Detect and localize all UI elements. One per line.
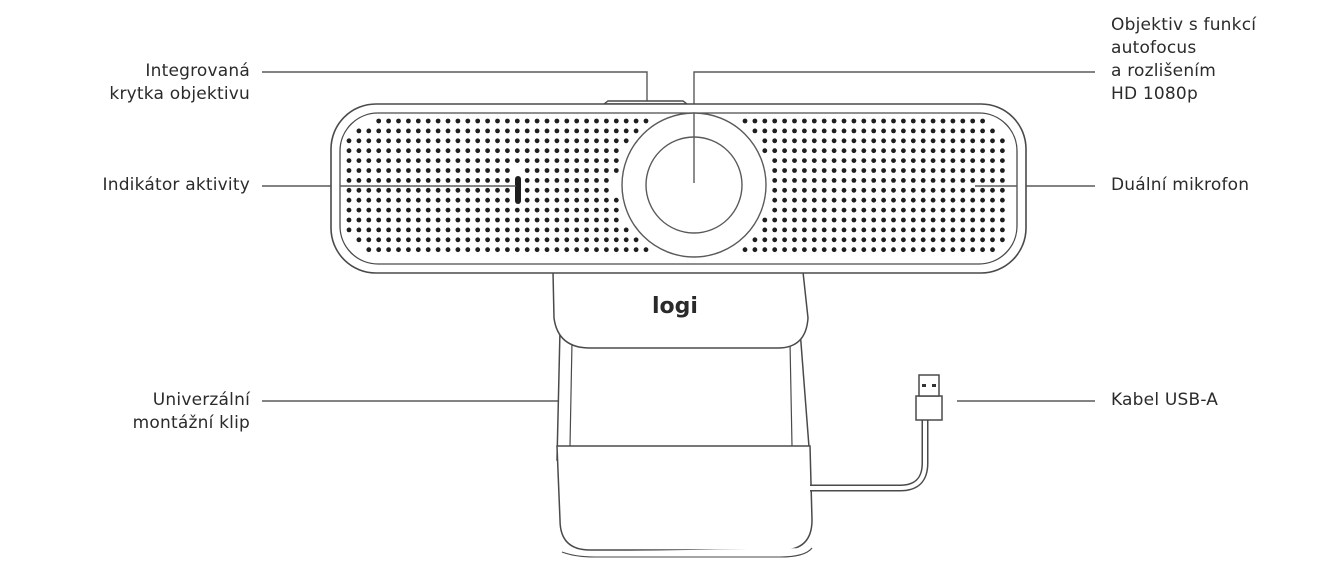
- callout-microphone-line1: Duální mikrofon: [1111, 175, 1250, 195]
- camera-body: [330, 103, 1027, 274]
- usb-cable: [810, 374, 943, 492]
- callout-lens: Objektiv s funkcí autofocus a rozlišením…: [1111, 14, 1256, 106]
- leader-lens-cover: [262, 71, 648, 103]
- usb-plug-tip: [918, 374, 940, 397]
- callout-lens-line4: HD 1080p: [1111, 84, 1198, 104]
- mounting-clip: [552, 271, 813, 558]
- usb-plug-housing: [915, 395, 943, 421]
- callout-activity-light: Indikátor aktivity: [103, 174, 251, 197]
- microphone-grille: [346, 118, 1005, 253]
- logi-logo: logi: [652, 294, 698, 319]
- callout-lens-line3: a rozlišením: [1111, 61, 1216, 81]
- callout-microphone: Duální mikrofon: [1111, 174, 1249, 197]
- activity-light: [515, 176, 521, 204]
- clip-rear-leg: [556, 329, 811, 461]
- callout-lens-line2: autofocus: [1111, 38, 1197, 58]
- callout-usb-cable: Kabel USB-A: [1111, 389, 1218, 412]
- callout-mounting-clip-line2: montážní klip: [132, 413, 250, 433]
- callout-lens-cover-line2: krytka objektivu: [109, 84, 250, 104]
- callout-mounting-clip-line1: Univerzální: [152, 390, 250, 410]
- callout-lens-line1: Objektiv s funkcí: [1111, 15, 1257, 35]
- callout-lens-cover: Integrovaná krytka objektivu: [109, 60, 250, 106]
- callout-activity-light-line1: Indikátor aktivity: [102, 175, 250, 195]
- clip-hinge: [552, 271, 809, 349]
- callout-mounting-clip: Univerzální montážní klip: [133, 389, 250, 435]
- clip-base: [556, 445, 813, 551]
- body-inner: [339, 112, 1018, 265]
- callout-lens-cover-line1: Integrovaná: [145, 61, 250, 81]
- callout-usb-cable-line1: Kabel USB-A: [1111, 390, 1219, 410]
